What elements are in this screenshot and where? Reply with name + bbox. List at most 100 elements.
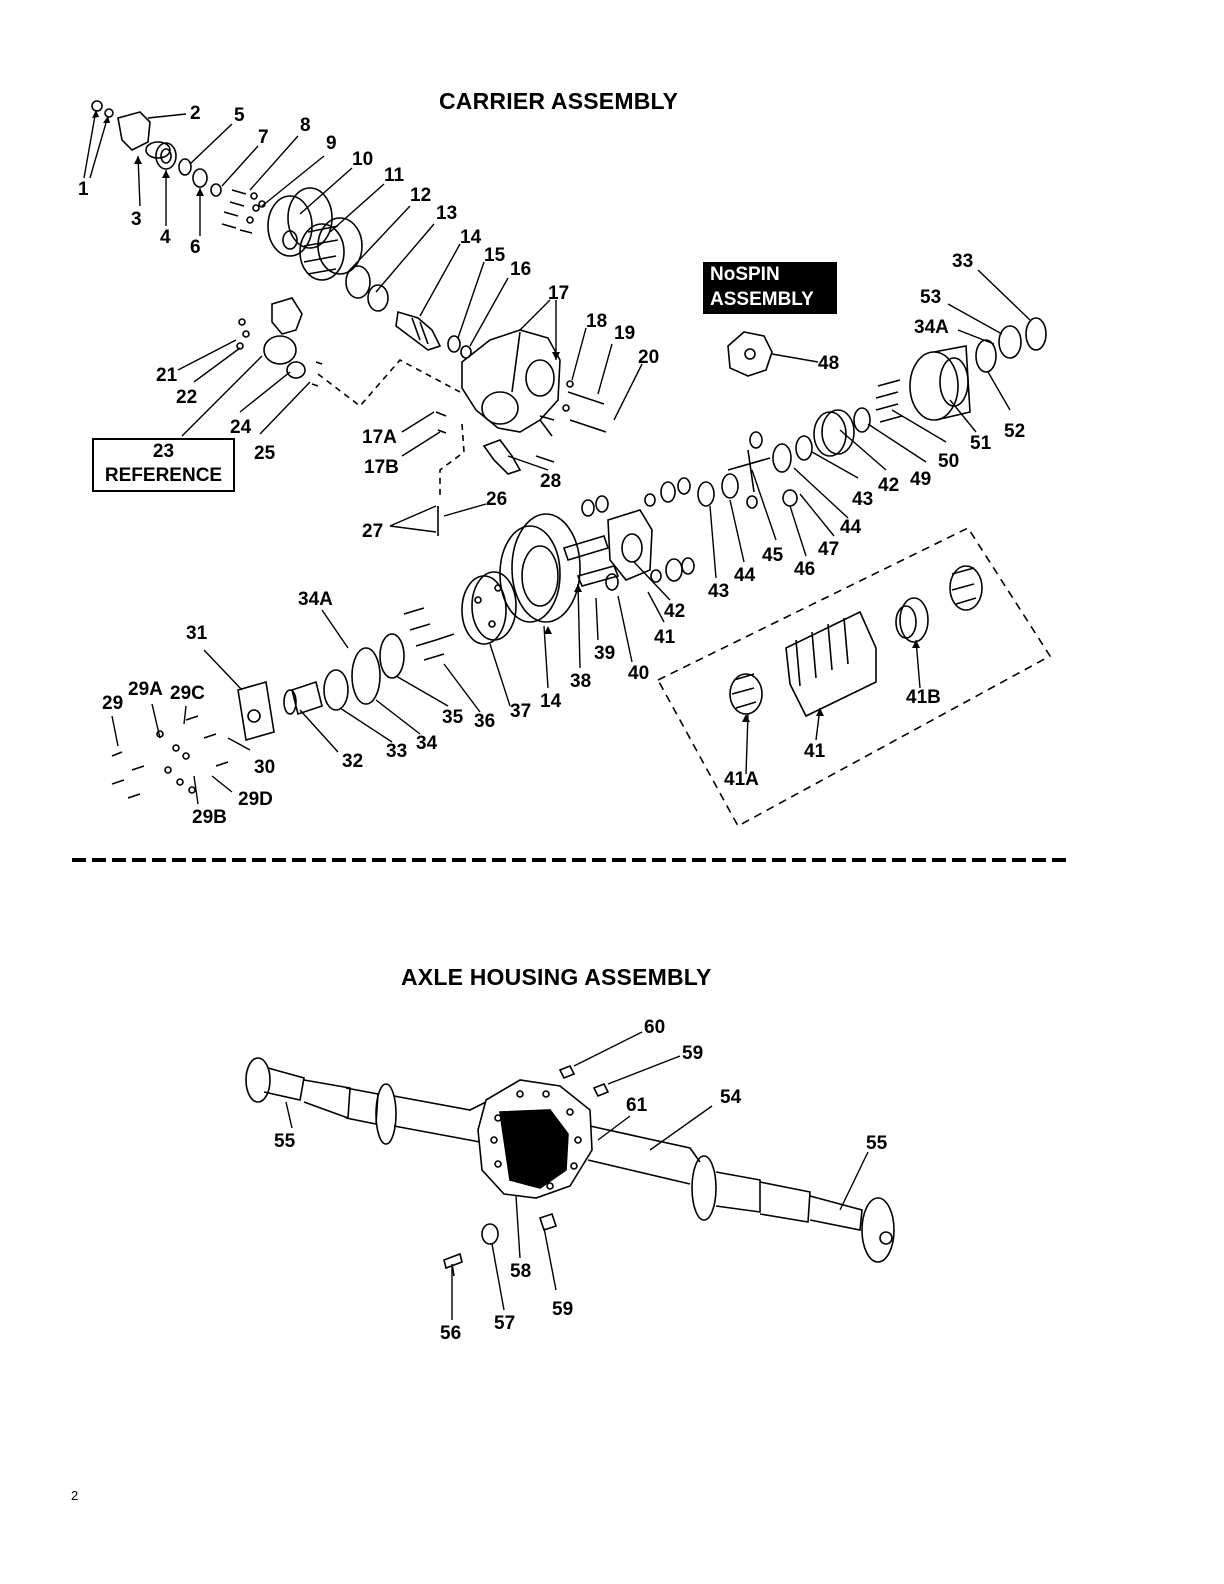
callout-label: 41 [654,627,676,648]
callout-label: 9 [326,133,337,154]
callout-label: 57 [494,1313,516,1334]
thrust-washer-illustration [351,633,405,705]
callout-label: 14 [460,227,482,248]
bolt-group-illustration [221,189,266,234]
callout-label: 43 [708,581,730,602]
nospin-assembly-box: NoSPIN ASSEMBLY [703,262,837,314]
pinion-bearing-illustration [447,335,461,353]
callout-label: 58 [510,1261,532,1282]
lock-illustration [286,361,306,379]
callout-label: 40 [628,663,650,684]
callout-leaders [83,109,643,533]
callout-label: 12 [410,185,432,206]
cap-screws-illustration [535,380,607,463]
callout-label: 31 [186,623,208,644]
breather-illustration [435,411,447,434]
callout-label: 6 [190,237,201,258]
callout-label: 19 [614,323,636,344]
callout-label: 60 [644,1017,666,1038]
callout-label: 2 [190,103,201,124]
differential-pinion-illustration [581,495,619,591]
callout-label: 8 [300,115,311,136]
callout-label: 3 [131,209,142,230]
callout-label: 52 [1004,421,1026,442]
callout-label: 48 [818,353,840,374]
axle-callout-leaders [285,1031,869,1320]
bearing-52-illustration [975,339,997,373]
callout-label: 34A [914,317,949,338]
callout-label: 41 [804,741,826,762]
bearing-cone-illustration [178,158,192,176]
cotter-pin-illustration [311,361,323,387]
callout-label: 16 [510,259,532,280]
bolts-50-illustration [875,379,903,423]
washer-49-illustration [853,407,871,433]
callout-label: 29 [102,693,124,714]
callout-label: 41A [724,769,759,790]
page-number: 2 [71,1488,79,1503]
callout-label: 53 [920,287,942,308]
callout-label: 35 [442,707,464,728]
callout-label: 1 [78,179,89,200]
callout-label: 10 [352,149,374,170]
case-bolts-illustration [403,607,455,661]
callout-label: 24 [230,417,252,438]
thrust-washer-2-illustration [697,481,715,507]
callout-label: 29B [192,807,227,828]
bearing-cone-33-illustration [1025,317,1047,351]
callout-label: 56 [440,1323,462,1344]
callout-label: 47 [818,539,840,560]
callout-label: 55 [866,1133,888,1154]
oil-seal-illustration [155,142,177,170]
bearing-cage-illustration [267,187,333,257]
callout-label: 61 [626,1095,648,1116]
callout-label: 11 [384,165,405,186]
callout-label: 39 [594,643,616,664]
callout-label: 20 [638,347,660,368]
callout-leaders-lower [111,269,1031,805]
output-shaft-illustration [283,680,323,716]
differential-case-half-illustration [909,345,971,421]
nospin-unit-illustration [727,331,773,377]
callout-label: 36 [474,711,496,732]
side-bearing-illustration [323,669,349,711]
callout-label: 34A [298,589,333,610]
spacer-illustration [192,168,208,188]
callout-label: 42 [664,601,686,622]
drive-pinion-illustration [395,310,442,351]
differential-case-illustration [461,571,517,645]
nospin-box-line2: ASSEMBLY [710,289,814,310]
carrier-housing-illustration [461,329,561,437]
spline-gear-illustration [785,610,877,718]
bearing-cup-illustration [998,325,1022,359]
callout-label: 51 [970,433,992,454]
callout-label: 54 [720,1087,742,1108]
callout-label: 32 [342,751,364,772]
callout-label: 4 [160,227,171,248]
axle-housing-assembly-title: AXLE HOUSING ASSEMBLY [401,964,712,990]
nospin-inset-frame [656,526,1052,828]
callout-label: 33 [386,741,408,762]
callout-label: 13 [436,203,458,224]
reference-box-number: 23 [152,441,175,462]
callout-label: 29C [170,683,205,704]
callout-label: 44 [840,517,862,538]
nospin-box-line1: NoSPIN [710,264,780,285]
side-gear-illustration [644,477,695,583]
case-half-illustration [607,509,653,581]
bracket-illustration [482,439,522,475]
callout-label: 29D [238,789,273,810]
nospin-case-illustration [813,409,855,457]
bolts-washers-illustration [111,715,229,799]
pin-illustration [238,318,246,326]
carrier-assembly-title: CARRIER ASSEMBLY [439,88,679,114]
needle-bearing-illustration [949,565,983,611]
callout-label: 34 [416,733,438,754]
axle-housing-illustration [245,1057,895,1263]
callout-label: 49 [910,469,932,490]
callout-label: 41B [906,687,941,708]
callout-label: 45 [762,545,784,566]
callout-label: 17A [362,427,397,448]
callout-label: 59 [682,1043,704,1064]
